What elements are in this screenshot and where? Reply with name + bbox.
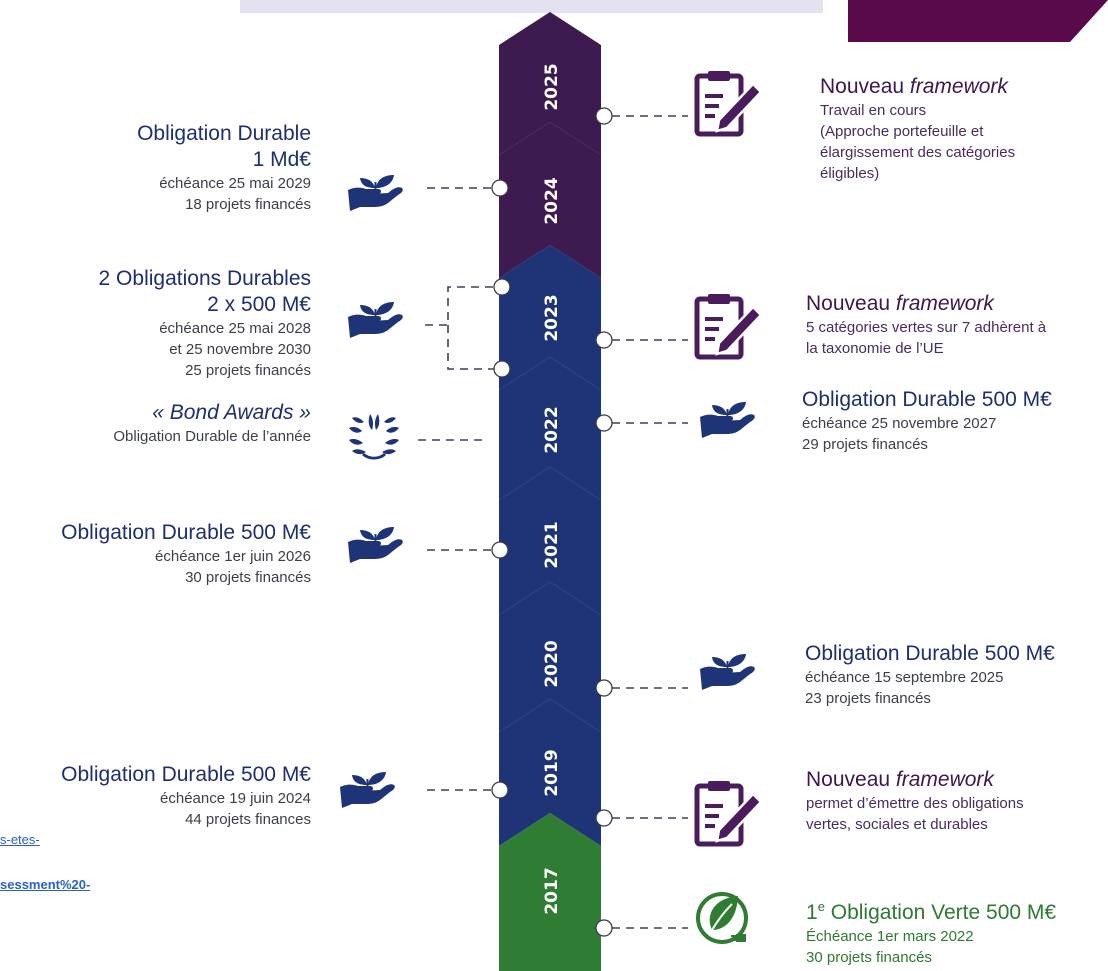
green-bond-2017-title: 1e Obligation Verte 500 M€ (806, 899, 1057, 924)
bond-2019-block: Obligation Durable 500 M€ échéance 19 ju… (61, 762, 311, 830)
chevron-2022 (499, 357, 601, 500)
framework-2025-line-4: éligibles) (820, 165, 880, 182)
bond-2024-maturity: échéance 25 mai 2029 (159, 175, 311, 192)
bond-2021-projects: 30 projets financés (185, 569, 311, 586)
year-2024: 2024 (542, 177, 562, 224)
bond-2024-projects: 18 projets financés (185, 196, 311, 213)
framework-2025-title: Nouveau framework (820, 75, 1008, 98)
chevron-2021 (499, 467, 601, 615)
year-2021: 2021 (542, 521, 562, 568)
framework-2025-line-3: élargissement des catégories (820, 144, 1016, 161)
year-2025: 2025 (542, 63, 562, 110)
framework-2023-line-1: 5 catégories vertes sur 7 adhèrent à (806, 319, 1047, 336)
hand-plant-icon (700, 654, 755, 690)
bond-2024-block: Obligation Durable 1 Md€ échéance 25 mai… (137, 121, 311, 215)
bond-2023-title: 2 Obligations Durables (98, 267, 311, 290)
node-2023-left-top (493, 278, 511, 296)
chevron-2017 (499, 813, 601, 971)
bond-2021-block: Obligation Durable 500 M€ échéance 1er j… (61, 520, 311, 588)
framework-2023-title: Nouveau framework (806, 292, 994, 315)
framework-2023-line-2: la taxonomie de l’UE (806, 340, 944, 357)
bond-2021-title: Obligation Durable 500 M€ (61, 521, 311, 544)
clipboard-pen-icon (697, 294, 761, 357)
bond-2022-maturity: échéance 25 novembre 2027 (802, 415, 997, 432)
bond-2020-title: Obligation Durable 500 M€ (805, 642, 1055, 665)
year-2019: 2019 (542, 749, 562, 796)
node-2024-left (491, 179, 509, 197)
top-banner (240, 0, 823, 13)
award-block: « Bond Awards » Obligation Durable de l’… (113, 400, 311, 447)
chevron-2020 (499, 582, 601, 732)
clipboard-pen-icon (697, 71, 761, 134)
chevron-2024 (499, 122, 601, 278)
hand-plant-icon (700, 402, 755, 438)
link-fragment-1[interactable]: s-etes- (0, 832, 40, 847)
bond-2021-maturity: échéance 1er juin 2026 (155, 548, 311, 565)
node-2023-right (595, 331, 613, 349)
bond-2022-block: Obligation Durable 500 M€ échéance 25 no… (802, 387, 1052, 455)
hand-plant-icon (348, 527, 403, 563)
hand-plant-icon (348, 302, 403, 338)
bond-2020-maturity: échéance 15 septembre 2025 (805, 669, 1004, 686)
chevron-2025 (499, 12, 601, 155)
award-title: « Bond Awards » (152, 401, 311, 424)
node-2019-right (595, 809, 613, 827)
bond-2024-amount: 1 Md€ (252, 148, 311, 171)
year-2017: 2017 (542, 867, 562, 914)
leaf-plug-icon (696, 892, 748, 944)
node-2017-right (595, 919, 613, 937)
year-2020: 2020 (542, 640, 562, 687)
bond-2024-title: Obligation Durable (137, 122, 311, 145)
framework-2025-line-1: Travail en cours (820, 102, 927, 119)
bond-2022-projects: 29 projets financés (802, 436, 928, 453)
node-2020-right (595, 679, 613, 697)
award-subtitle: Obligation Durable de l’année (113, 428, 311, 445)
framework-2023-block: Nouveau framework 5 catégories vertes su… (806, 291, 1046, 359)
node-2021-left (491, 541, 509, 559)
bond-2023-projects: 25 projets financés (185, 362, 311, 379)
framework-2019-line-1: permet d’émettre des obligations (806, 795, 1024, 812)
node-2022-right (595, 414, 613, 432)
year-2023: 2023 (542, 294, 562, 341)
bond-2020-projects: 23 projets financés (805, 690, 931, 707)
corner-tab (848, 0, 1108, 42)
node-2019-left (491, 781, 509, 799)
bond-2019-projects: 44 projets finances (185, 811, 311, 828)
bond-2022-title: Obligation Durable 500 M€ (802, 388, 1052, 411)
bond-2023-maturity-1: échéance 25 mai 2028 (159, 320, 311, 337)
framework-2019-title: Nouveau framework (806, 768, 994, 791)
laurel-wreath-icon (349, 414, 399, 460)
year-2022: 2022 (542, 406, 562, 453)
chevron-2023 (499, 245, 601, 390)
chevron-2019 (499, 699, 601, 846)
node-2023-left-bottom (493, 360, 511, 378)
bond-2023-block: 2 Obligations Durables 2 x 500 M€ échéan… (99, 266, 311, 381)
bond-2023-amount: 2 x 500 M€ (207, 293, 311, 316)
framework-2019-block: Nouveau framework permet d’émettre des o… (806, 767, 1024, 835)
bond-2019-maturity: échéance 19 juin 2024 (160, 790, 311, 807)
framework-2019-line-2: vertes, sociales et durables (806, 816, 988, 833)
clipboard-pen-icon (697, 781, 761, 844)
link-fragment-2[interactable]: sessment%20- (0, 877, 91, 892)
hand-plant-icon (348, 175, 403, 211)
bond-2020-block: Obligation Durable 500 M€ échéance 15 se… (805, 641, 1055, 709)
framework-2025-block: Nouveau framework Travail en cours (Appr… (820, 74, 1015, 184)
hand-plant-icon (340, 772, 395, 808)
framework-2025-line-2: (Approche portefeuille et (820, 123, 984, 140)
green-bond-2017-projects: 30 projets financés (806, 949, 932, 966)
bond-2023-maturity-2: et 25 novembre 2030 (169, 341, 311, 358)
node-2025-right (595, 107, 613, 125)
green-bond-2017-maturity: Échéance 1er mars 2022 (806, 928, 974, 945)
bond-2019-title: Obligation Durable 500 M€ (61, 763, 311, 786)
green-bond-2017-block: 1e Obligation Verte 500 M€ Échéance 1er … (806, 894, 1056, 968)
